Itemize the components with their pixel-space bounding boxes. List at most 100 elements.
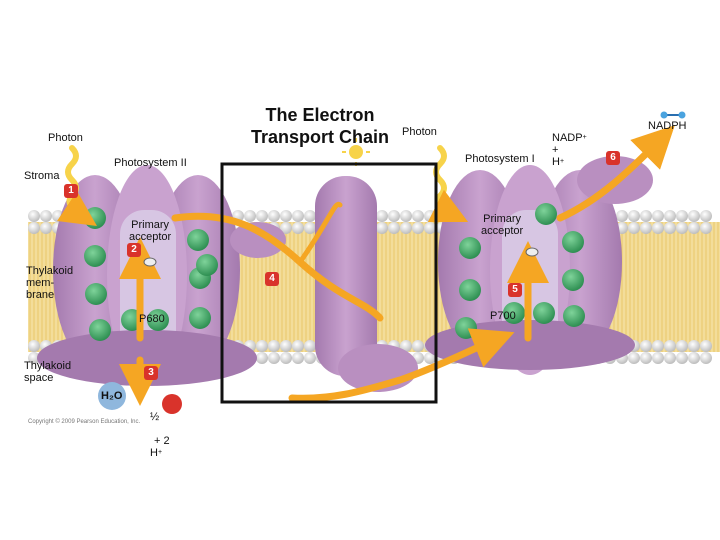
lipid-head [40,210,52,222]
primary-acceptor-right-label: Primary acceptor [481,213,524,237]
lipid-head [700,340,712,352]
thylakoid-space-label: Thylakoid space [24,360,72,384]
thylakoid-membrane-label: Thylakoid mem- brane [26,265,74,301]
plus-sign: + [552,144,559,156]
lipid-head [424,352,436,364]
electron-flow-arrows [119,125,675,406]
plus-two: + 2 [154,435,170,447]
step-badge-5: 5 [508,283,522,297]
lipid-head [280,352,292,364]
lipid-head [640,352,652,364]
lipid-head [256,210,268,222]
lipid-head [652,210,664,222]
nadp-label: NADP+ + H+ [552,120,587,168]
photon-label-left: Photon [48,132,83,144]
lipid-head [664,352,676,364]
electron-icon [143,247,539,267]
lipid-head [676,210,688,222]
lipid-head [28,352,40,364]
primary-acceptor-left-label: Primary acceptor [129,219,172,243]
lipid-head [664,222,676,234]
lipid-head [688,352,700,364]
lipid-head [268,340,280,352]
oxygen-equation: ½ O₂ + 2 H+ [150,399,170,459]
step-badge-3: 3 [144,366,158,380]
lipid-head [652,222,664,234]
step-badge-4: 4 [265,272,279,286]
water-molecule-icon [98,382,126,410]
oxygen-text: O₂ [156,423,169,435]
lipid-head [256,352,268,364]
lipid-head [412,222,424,234]
lipid-head [292,222,304,234]
lipid-head [700,210,712,222]
lipid-head [688,340,700,352]
lipid-head [424,210,436,222]
lipid-head [628,352,640,364]
lipid-head [400,222,412,234]
lipid-head [424,222,436,234]
cytochrome-highlight-box [220,162,438,404]
lipid-head [664,340,676,352]
lipid-head [412,340,424,352]
lipid-head [256,340,268,352]
lipid-head [304,340,316,352]
lipid-head [280,222,292,234]
lipid-head [700,352,712,364]
lipid-head [280,210,292,222]
lipid-head [28,210,40,222]
lipid-head [40,222,52,234]
photon-arrows [57,145,469,226]
lipid-head [688,222,700,234]
nadp-text: NADP [552,132,583,144]
lipid-head [676,340,688,352]
lipid-head [304,352,316,364]
photosystem-i-label: Photosystem I [465,153,535,165]
lipid-head [652,340,664,352]
photon-label-right: Photon [402,126,437,138]
lipid-head [400,340,412,352]
lipid-head [676,222,688,234]
copyright-notice: Copyright © 2009 Pearson Education, Inc. [28,419,141,425]
lipid-head [628,222,640,234]
nadp-charge: + [582,134,587,141]
lipid-head [292,352,304,364]
lipid-head [376,222,388,234]
step-badge-6: 6 [606,151,620,165]
lipid-head [628,210,640,222]
lipid-head [616,210,628,222]
p680-label: P680 [139,313,165,325]
lipid-head [28,222,40,234]
lipid-head [280,340,292,352]
water-label: H₂O [101,390,123,402]
lipid-head [268,352,280,364]
photosystem-i-complex [425,156,653,375]
lipid-head [688,210,700,222]
lipid-head [652,352,664,364]
diagram-title: The Electron Transport Chain [250,105,389,147]
sun-icon [342,138,370,166]
lipid-head [676,352,688,364]
nadph-label: NADPH [648,120,687,132]
lipid-head [304,210,316,222]
step-badge-2: 2 [127,243,141,257]
lipid-head [412,210,424,222]
p700-label: P700 [490,310,516,322]
lipid-head [268,210,280,222]
lipid-head [640,222,652,234]
lipid-head [388,222,400,234]
step-badge-1: 1 [64,184,78,198]
h-ion-text-2: H [150,447,158,459]
photosystem-ii-label: Photosystem II [114,157,187,169]
oxygen-molecule-icon [162,394,182,414]
lipid-head [376,210,388,222]
lipid-head [640,340,652,352]
lipid-head [292,340,304,352]
h-ion-charge: + [559,158,565,165]
lipid-head [304,222,316,234]
h-ion-text: H [552,156,560,168]
lipid-head [640,210,652,222]
lipid-head [700,222,712,234]
lipid-head [244,210,256,222]
